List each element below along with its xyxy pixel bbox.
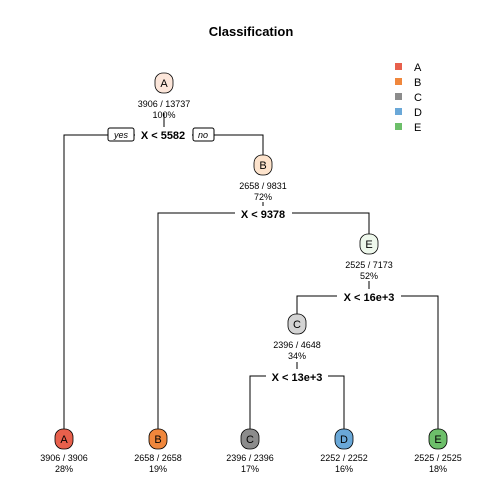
split-label-3: X < 16e+3 — [337, 289, 401, 304]
legend-swatch-d — [395, 108, 402, 115]
node-b-pct: 72% — [254, 192, 272, 202]
node-b-stats: 2658 / 9831 — [239, 181, 287, 191]
edge-b-to-node-e — [263, 212, 370, 234]
leaf-c: C 2396 / 2396 17% — [226, 428, 274, 474]
no-tag-box — [192, 127, 215, 142]
node-c-box — [287, 313, 307, 335]
split-label-2: X < 9378 — [235, 206, 292, 221]
node-e-class: E — [365, 239, 372, 251]
yes-tag: yes — [107, 127, 135, 142]
leaf-e-class: E — [434, 434, 441, 446]
legend-label-a: A — [414, 62, 422, 74]
leaf-b-pct: 19% — [149, 464, 167, 474]
node-b-box — [253, 154, 273, 176]
leaf-a: A 3906 / 3906 28% — [40, 428, 88, 474]
no-tag-label: no — [198, 130, 208, 140]
leaf-d-pct: 16% — [335, 464, 353, 474]
leaf-b-class: B — [154, 434, 161, 446]
split-condition-2: X < 9378 — [241, 209, 285, 221]
leaf-b-box — [148, 428, 168, 450]
legend-label-e: E — [414, 122, 421, 134]
node-c-class: C — [293, 319, 301, 331]
leaf-e-pct: 18% — [429, 464, 447, 474]
leaf-d: D 2252 / 2252 16% — [320, 428, 368, 474]
leaf-d-class: D — [340, 434, 348, 446]
split-label-3-bg — [337, 289, 401, 304]
legend-swatch-a — [395, 63, 402, 70]
node-e-box — [359, 233, 379, 255]
node-root: A 3906 / 13737 100% — [138, 72, 191, 120]
leaf-e-box — [428, 428, 448, 450]
leaf-a-pct: 28% — [55, 464, 73, 474]
node-b: B 2658 / 9831 72% — [239, 154, 287, 202]
leaf-a-stats: 3906 / 3906 — [40, 453, 88, 463]
split-label-4-bg — [266, 369, 328, 384]
leaf-e: E 2525 / 2525 18% — [414, 428, 462, 474]
yes-tag-box — [107, 127, 135, 142]
leaf-d-box — [334, 428, 354, 450]
split-label-4: X < 13e+3 — [266, 369, 328, 384]
node-root-stats: 3906 / 13737 — [138, 99, 191, 109]
leaf-e-stats: 2525 / 2525 — [414, 453, 462, 463]
split-condition-1: X < 5582 — [141, 130, 185, 142]
no-tag: no — [192, 127, 215, 142]
leaf-a-class: A — [60, 434, 68, 446]
legend-label-d: D — [414, 107, 422, 119]
split-condition-3: X < 16e+3 — [344, 292, 395, 304]
legend-label-b: B — [414, 77, 421, 89]
leaf-a-box — [54, 428, 74, 450]
leaf-c-stats: 2396 / 2396 — [226, 453, 274, 463]
edge-b-to-leaf-b — [157, 202, 264, 437]
node-root-pct: 100% — [152, 110, 175, 120]
node-e: E 2525 / 7173 52% — [345, 233, 393, 281]
node-root-box — [154, 72, 174, 94]
leaf-b: B 2658 / 2658 19% — [134, 428, 182, 474]
edge-e-to-node-c — [296, 281, 370, 314]
edge-root-to-leaf-a — [63, 113, 165, 437]
legend-swatch-c — [395, 93, 402, 100]
leaf-b-stats: 2658 / 2658 — [134, 453, 182, 463]
leaf-d-stats: 2252 / 2252 — [320, 453, 368, 463]
node-b-class: B — [259, 160, 266, 172]
legend-swatch-e — [395, 123, 402, 130]
legend: A B C D E — [395, 62, 422, 134]
edge-e-to-leaf-e — [369, 295, 439, 429]
split-condition-4: X < 13e+3 — [272, 372, 323, 384]
node-e-stats: 2525 / 7173 — [345, 260, 393, 270]
node-c-pct: 34% — [288, 351, 306, 361]
leaf-c-box — [240, 428, 260, 450]
yes-tag-label: yes — [113, 130, 129, 140]
tree-edges — [63, 113, 439, 437]
leaf-c-pct: 17% — [241, 464, 259, 474]
split-label-1: X < 5582 — [135, 127, 192, 142]
legend-label-c: C — [414, 92, 422, 104]
legend-swatch-b — [395, 78, 402, 85]
node-c: C 2396 / 4648 34% — [273, 313, 321, 361]
diagram-title: Classification — [209, 24, 294, 39]
node-c-stats: 2396 / 4648 — [273, 340, 321, 350]
split-label-2-bg — [235, 206, 292, 221]
node-root-class: A — [160, 78, 168, 90]
node-e-pct: 52% — [360, 271, 378, 281]
leaf-c-class: C — [246, 434, 254, 446]
split-label-1-bg — [135, 127, 192, 142]
